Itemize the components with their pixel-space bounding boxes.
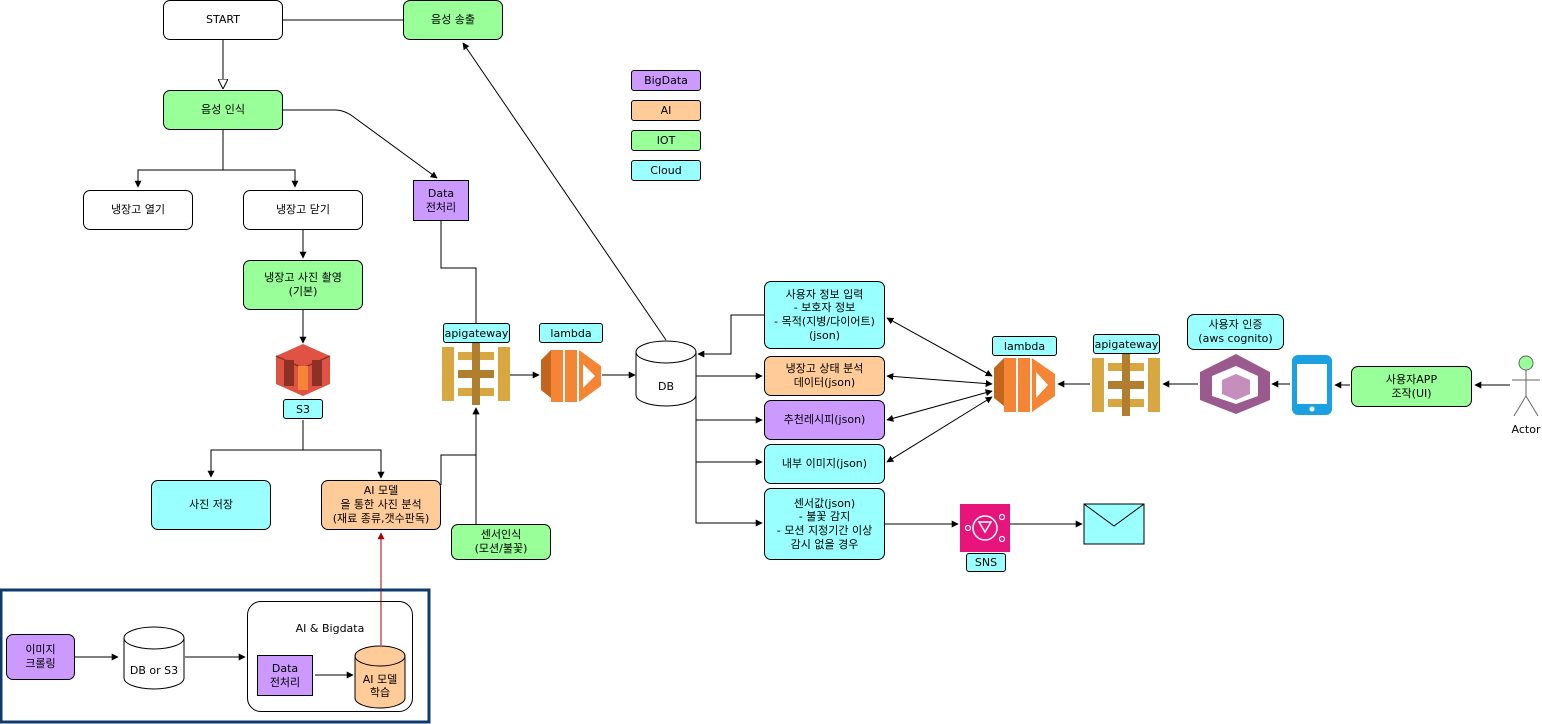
lambda-label-right: lambda: [992, 336, 1057, 356]
ai-bigdata-title: AI & Bigdata: [295, 622, 365, 635]
db-cylinder: [635, 340, 697, 407]
apigateway-label: apigateway: [443, 323, 510, 343]
dataprep-apigw-arrow: [440, 221, 480, 343]
s3-ai-arrow: [303, 449, 385, 479]
voicerec-close-arrow: [223, 169, 299, 188]
user-auth-node: 사용자 인증 (aws cognito): [1187, 314, 1284, 350]
s3-label: S3: [283, 399, 323, 419]
actor-icon: [1512, 355, 1540, 417]
cognito-icon: [1200, 354, 1270, 414]
api-gateway-icon: [442, 343, 510, 405]
userinfo-db-arrow: [697, 314, 764, 358]
voice-output-node: 음성 송출: [403, 0, 503, 40]
voice-recognition-node: 음성 인식: [163, 90, 283, 130]
data-preprocessing-node-2: Data 전처리: [257, 655, 313, 696]
lambda2-innerimage-arrow: [886, 396, 993, 463]
mobile-phone-icon: [1292, 355, 1332, 415]
legend-ai: AI: [631, 100, 701, 121]
close-fridge-node: 냉장고 닫기: [243, 190, 363, 230]
db-sensorvalue-arrow: [695, 462, 763, 527]
legend-bigdata: BigData: [631, 70, 701, 91]
actor-label: Actor: [1511, 423, 1541, 436]
ai-train-cylinder: [354, 645, 406, 709]
voicerec-dataprep-arrow: [283, 109, 438, 179]
db-or-s3-cylinder: [123, 626, 185, 690]
image-crawling-node: 이미지 크롤링: [6, 634, 75, 680]
ai-bigdata-group: AI & Bigdata: [247, 601, 413, 712]
sensor-recognition-node: 센서인식 (모션/불꽃): [451, 524, 551, 560]
sensor-value-node: 센서값(json) - 불꽃 감지 - 모션 지정기간 이상 감시 없을 경우: [764, 488, 885, 560]
lambda-label: lambda: [539, 323, 603, 343]
db-voiceout-arrow: [462, 42, 667, 341]
ai-model-training-label: AI 모델 학습: [362, 673, 398, 700]
sns-label: SNS: [966, 553, 1006, 572]
lambda2-recipe-arrow: [886, 389, 993, 422]
lambda2-fridgestate-arrow: [886, 372, 993, 388]
lambda-icon: [541, 350, 601, 402]
db-recipe-arrow: [695, 395, 763, 424]
db-label: DB: [657, 380, 675, 393]
lambda2-userinfo-arrow: [886, 317, 993, 377]
legend-iot: IOT: [631, 130, 701, 151]
fridge-state-node: 냉장고 상태 분석 데이터(json): [764, 356, 885, 396]
user-info-node: 사용자 정보 입력 - 보호자 정보 - 목적(지병/다이어트) (json): [764, 281, 885, 349]
legend-cloud: Cloud: [631, 160, 701, 181]
recipe-node: 추천레시피(json): [764, 400, 885, 440]
sns-icon: [960, 504, 1010, 552]
email-icon: [1083, 503, 1145, 545]
open-fridge-node: 냉장고 열기: [83, 190, 193, 230]
api-gateway-icon: [1092, 354, 1160, 416]
inner-image-node: 내부 이미지(json): [764, 444, 885, 484]
apigateway-label-right: apigateway: [1093, 334, 1160, 354]
ai-photo-analysis-node: AI 모델 을 통한 사진 분석 (재료 종류,갯수판독): [321, 480, 441, 530]
db-or-s3-label: DB or S3: [129, 664, 179, 677]
s3-save-arrow: [207, 420, 304, 478]
lambda-icon: [994, 358, 1055, 412]
ai-apigw-arrow: [440, 407, 480, 485]
fridge-photo-node: 냉장고 사진 촬영 (기본): [243, 260, 363, 310]
save-photo-node: 사진 저장: [151, 480, 271, 530]
user-app-node: 사용자APP 조작(UI): [1351, 366, 1472, 407]
start-node: START: [163, 0, 283, 40]
s3-bucket-icon: [275, 344, 331, 396]
voicerec-open-arrow: [134, 130, 224, 188]
data-preprocessing-node: Data 전처리: [413, 180, 469, 221]
ai-training-frame: [0, 588, 431, 724]
db-innerimage-arrow: [695, 420, 763, 466]
